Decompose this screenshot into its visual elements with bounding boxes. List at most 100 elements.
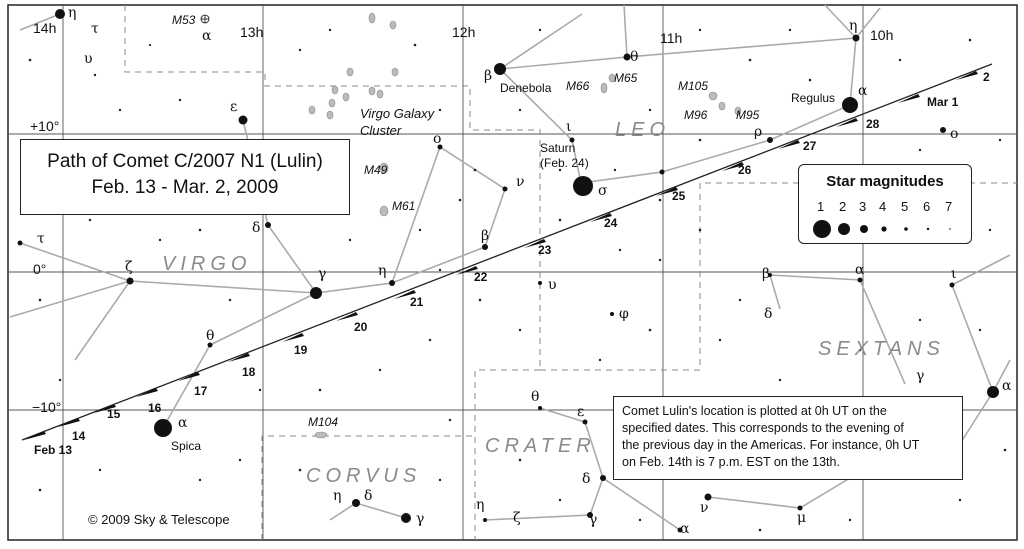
svg-text:δ: δ — [252, 220, 260, 236]
note-text: Comet Lulin's location is plotted at 0h … — [622, 403, 954, 471]
ra-14h: 14h — [33, 20, 56, 36]
note-line-1: Comet Lulin's location is plotted at 0h … — [622, 404, 887, 418]
svg-text:γ: γ — [416, 511, 424, 527]
star-spica — [154, 419, 172, 437]
date-24: 24 — [604, 216, 618, 230]
svg-text:η: η — [333, 488, 341, 504]
svg-text:μ: μ — [797, 510, 806, 526]
svg-text:υ: υ — [548, 277, 557, 293]
svg-text:ι: ι — [566, 119, 572, 135]
svg-text:α: α — [680, 521, 690, 537]
svg-text:α: α — [202, 28, 212, 44]
date-27: 27 — [803, 139, 817, 153]
constellation-names: VIRGO LEO SEXTANS CRATER CORVUS — [162, 119, 940, 487]
ra-13h: 13h — [240, 24, 263, 40]
dec-minus-10: −10° — [32, 399, 61, 415]
svg-text:ν: ν — [700, 500, 709, 516]
date-19: 19 — [294, 343, 308, 357]
svg-text:η: η — [378, 263, 386, 279]
magnitude-legend: Star magnitudes 1 2 3 4 5 6 7 — [798, 164, 972, 244]
saturn-marker — [573, 176, 593, 196]
date-17: 17 — [194, 384, 208, 398]
svg-text:ε: ε — [577, 404, 584, 420]
virgo-cluster-label-2: Cluster — [360, 123, 402, 138]
svg-text:ο: ο — [950, 126, 958, 142]
date-22: 22 — [474, 270, 488, 284]
star-alpha-hydrae — [987, 386, 999, 398]
saturn-date-label: (Feb. 24) — [540, 156, 589, 170]
svg-text:ζ: ζ — [125, 259, 133, 275]
dec-plus-10: +10° — [30, 118, 59, 134]
faint-stars — [28, 28, 1007, 532]
star-eta-bootis — [55, 9, 65, 19]
virgo-cluster-label-1: Virgo Galaxy — [360, 106, 436, 121]
svg-text:θ: θ — [206, 328, 214, 344]
svg-text:α: α — [1002, 378, 1012, 394]
title-line-1: Path of Comet C/2007 N1 (Lulin) — [47, 151, 323, 172]
title-box: Path of Comet C/2007 N1 (Lulin) Feb. 13 … — [20, 139, 350, 215]
mag-5: 5 — [901, 199, 909, 214]
m53-label: M53 — [172, 13, 196, 27]
mag-4: 4 — [879, 199, 887, 214]
svg-text:α: α — [855, 262, 865, 278]
coordinate-labels: 14h 13h 12h 11h 10h +10° 0° −10° — [30, 20, 893, 415]
m104-label: M104 — [308, 415, 338, 429]
svg-text:ν: ν — [516, 174, 525, 190]
svg-text:α: α — [178, 415, 188, 431]
svg-text:φ: φ — [619, 306, 629, 322]
svg-text:υ: υ — [84, 51, 93, 67]
svg-text:ρ: ρ — [754, 124, 762, 140]
svg-text:γ: γ — [589, 512, 597, 528]
date-28: 28 — [866, 117, 880, 131]
note-line-3: the previous day in the Americas. For in… — [622, 438, 920, 452]
date-feb13: Feb 13 — [34, 443, 72, 457]
magnitude-legend-title: Star magnitudes — [826, 173, 944, 190]
svg-text:α: α — [858, 83, 868, 99]
copyright: © 2009 Sky & Telescope — [88, 512, 230, 527]
star-regulus — [842, 97, 858, 113]
svg-text:σ: σ — [598, 183, 608, 199]
m66-label: M66 — [566, 79, 590, 93]
star-gamma-virginis — [310, 287, 322, 299]
ra-10h: 10h — [870, 27, 893, 43]
mag-6: 6 — [923, 199, 931, 214]
galaxy-markers — [308, 12, 742, 439]
spica-label: Spica — [171, 439, 201, 453]
m61-label: M61 — [392, 199, 415, 213]
date-16: 16 — [148, 401, 162, 415]
svg-text:γ: γ — [916, 368, 924, 384]
svg-text:δ: δ — [582, 471, 590, 487]
date-18: 18 — [242, 365, 256, 379]
m49-label: M49 — [364, 163, 388, 177]
note-box: Comet Lulin's location is plotted at 0h … — [613, 396, 963, 480]
date-26: 26 — [738, 163, 752, 177]
date-25: 25 — [672, 189, 686, 203]
star-names: Denebola Regulus Spica Saturn (Feb. 24) — [171, 81, 835, 453]
mag-2: 2 — [839, 199, 847, 214]
svg-text:β: β — [481, 228, 489, 244]
svg-text:ζ: ζ — [513, 510, 521, 526]
mag-7: 7 — [945, 199, 953, 214]
note-line-4: on Feb. 14th is 7 p.m. EST on the 13th. — [622, 455, 840, 469]
date-2: 2 — [983, 70, 990, 84]
const-virgo: VIRGO — [162, 253, 251, 275]
m95-label: M95 — [736, 108, 760, 122]
svg-text:θ: θ — [531, 389, 539, 405]
svg-text:τ: τ — [37, 231, 45, 247]
svg-text:ο: ο — [433, 131, 441, 147]
m96-label: M96 — [684, 108, 708, 122]
saturn-label: Saturn — [540, 141, 575, 155]
svg-text:γ: γ — [318, 266, 326, 282]
svg-text:η: η — [68, 5, 76, 21]
date-21: 21 — [410, 295, 424, 309]
m65-label: M65 — [614, 71, 638, 85]
star-delta-corvi — [352, 499, 360, 507]
ra-12h: 12h — [452, 24, 475, 40]
date-15: 15 — [107, 407, 121, 421]
m105-label: M105 — [678, 79, 708, 93]
svg-text:β: β — [762, 266, 770, 282]
date-mar1: Mar 1 — [927, 95, 959, 109]
regulus-label: Regulus — [791, 91, 835, 105]
date-23: 23 — [538, 243, 552, 257]
